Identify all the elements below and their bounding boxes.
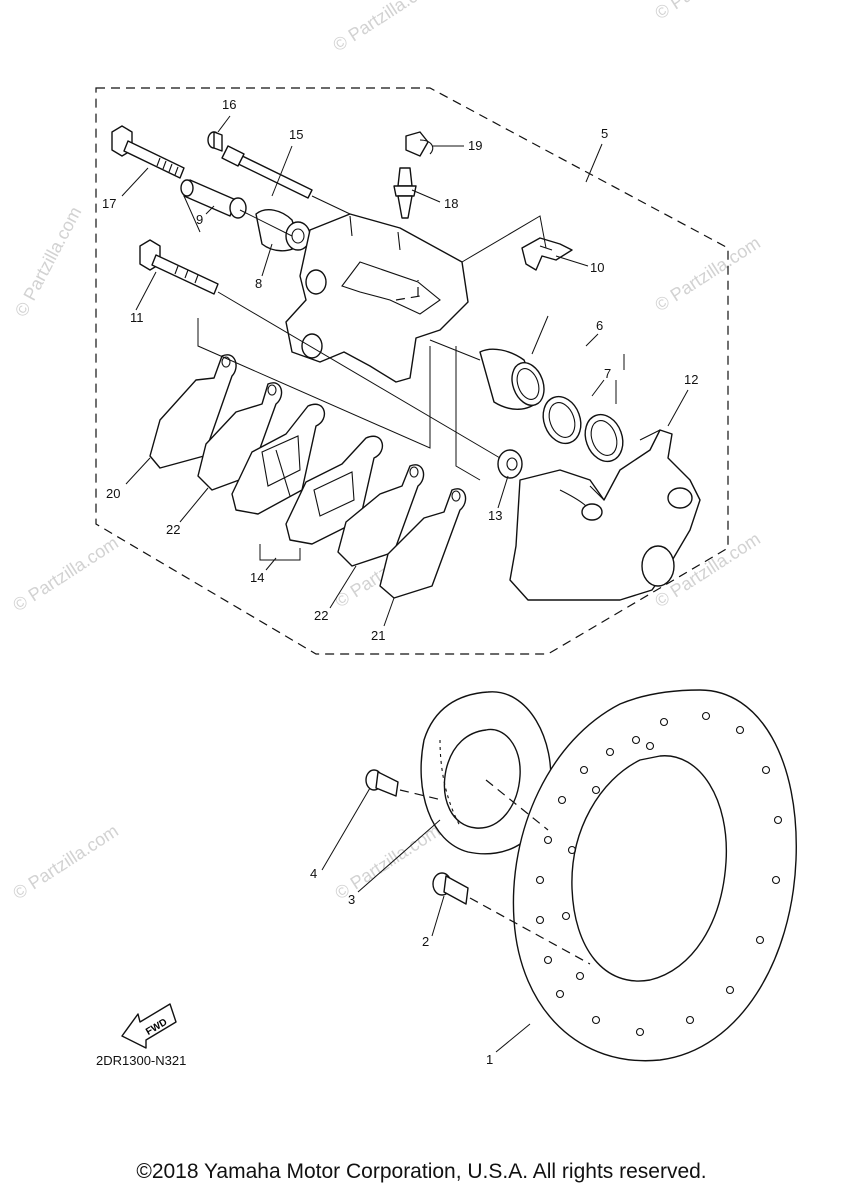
shim-20 <box>149 354 237 469</box>
callout-labels: 16 15 19 5 17 18 9 10 8 11 6 7 12 20 13 … <box>102 97 698 1067</box>
bolt-2 <box>432 872 469 905</box>
watermark: © Partzilla.com <box>651 0 764 23</box>
boot-8 <box>255 209 311 252</box>
boot-13 <box>497 449 523 479</box>
fwd-arrow: FWD <box>121 1003 177 1049</box>
pin-15 <box>221 145 313 199</box>
bleed-screw-18 <box>393 167 417 219</box>
caliper-assembly-outline <box>95 87 729 655</box>
caliper-body <box>285 213 469 383</box>
callout-22-left: 22 <box>166 522 180 537</box>
brake-disc-1 <box>512 689 797 1062</box>
cap-19 <box>405 131 434 157</box>
watermark: © Partzilla.com <box>9 533 122 616</box>
bolt-4 <box>365 769 399 797</box>
watermark: © Partzilla.com <box>11 203 86 319</box>
watermark: © Partzilla.com <box>9 821 122 904</box>
callout-8: 8 <box>255 276 262 291</box>
watermark: © Partzilla.com <box>329 0 442 55</box>
callout-9: 9 <box>196 212 203 227</box>
callout-11: 11 <box>130 310 144 325</box>
shim-22-left <box>197 382 283 491</box>
pad-14-left <box>231 403 326 515</box>
callout-14: 14 <box>250 570 264 585</box>
abs-sensor-rotor-3 <box>420 691 552 855</box>
watermark: © Partzilla.com <box>331 821 444 904</box>
bolt-11 <box>139 239 219 295</box>
bolt-17 <box>111 125 185 179</box>
callout-19: 19 <box>468 138 482 153</box>
watermark: © Partzilla.com <box>651 233 764 316</box>
callout-6: 6 <box>596 318 603 333</box>
callout-22-right: 22 <box>314 608 328 623</box>
callout-leaders <box>121 115 689 1053</box>
callout-21: 21 <box>371 628 385 643</box>
callout-13: 13 <box>488 508 502 523</box>
callout-17: 17 <box>102 196 116 211</box>
shim-21 <box>379 488 467 599</box>
callout-4: 4 <box>310 866 317 881</box>
callout-18: 18 <box>444 196 458 211</box>
callout-5: 5 <box>601 126 608 141</box>
callout-15: 15 <box>289 127 303 142</box>
callout-1: 1 <box>486 1052 493 1067</box>
callout-20: 20 <box>106 486 120 501</box>
callout-3: 3 <box>348 892 355 907</box>
bracket-12 <box>509 429 701 601</box>
diagram-code: 2DR1300-N321 <box>96 1053 186 1068</box>
callout-12: 12 <box>684 372 698 387</box>
piston-6 <box>479 348 545 410</box>
callout-16: 16 <box>222 97 236 112</box>
bolt-alignment-lines <box>399 779 591 965</box>
callout-10: 10 <box>590 260 604 275</box>
spring-10 <box>521 237 573 271</box>
callout-7: 7 <box>604 366 611 381</box>
bushing-16 <box>207 131 223 152</box>
assembly-lines <box>183 195 547 481</box>
sleeve-9 <box>180 179 247 219</box>
pad-group-bracket <box>259 544 301 561</box>
shim-22-right <box>337 464 425 567</box>
callout-2: 2 <box>422 934 429 949</box>
seals-7 <box>542 395 624 463</box>
copyright-notice: ©2018 Yamaha Motor Corporation, U.S.A. A… <box>136 1160 707 1183</box>
